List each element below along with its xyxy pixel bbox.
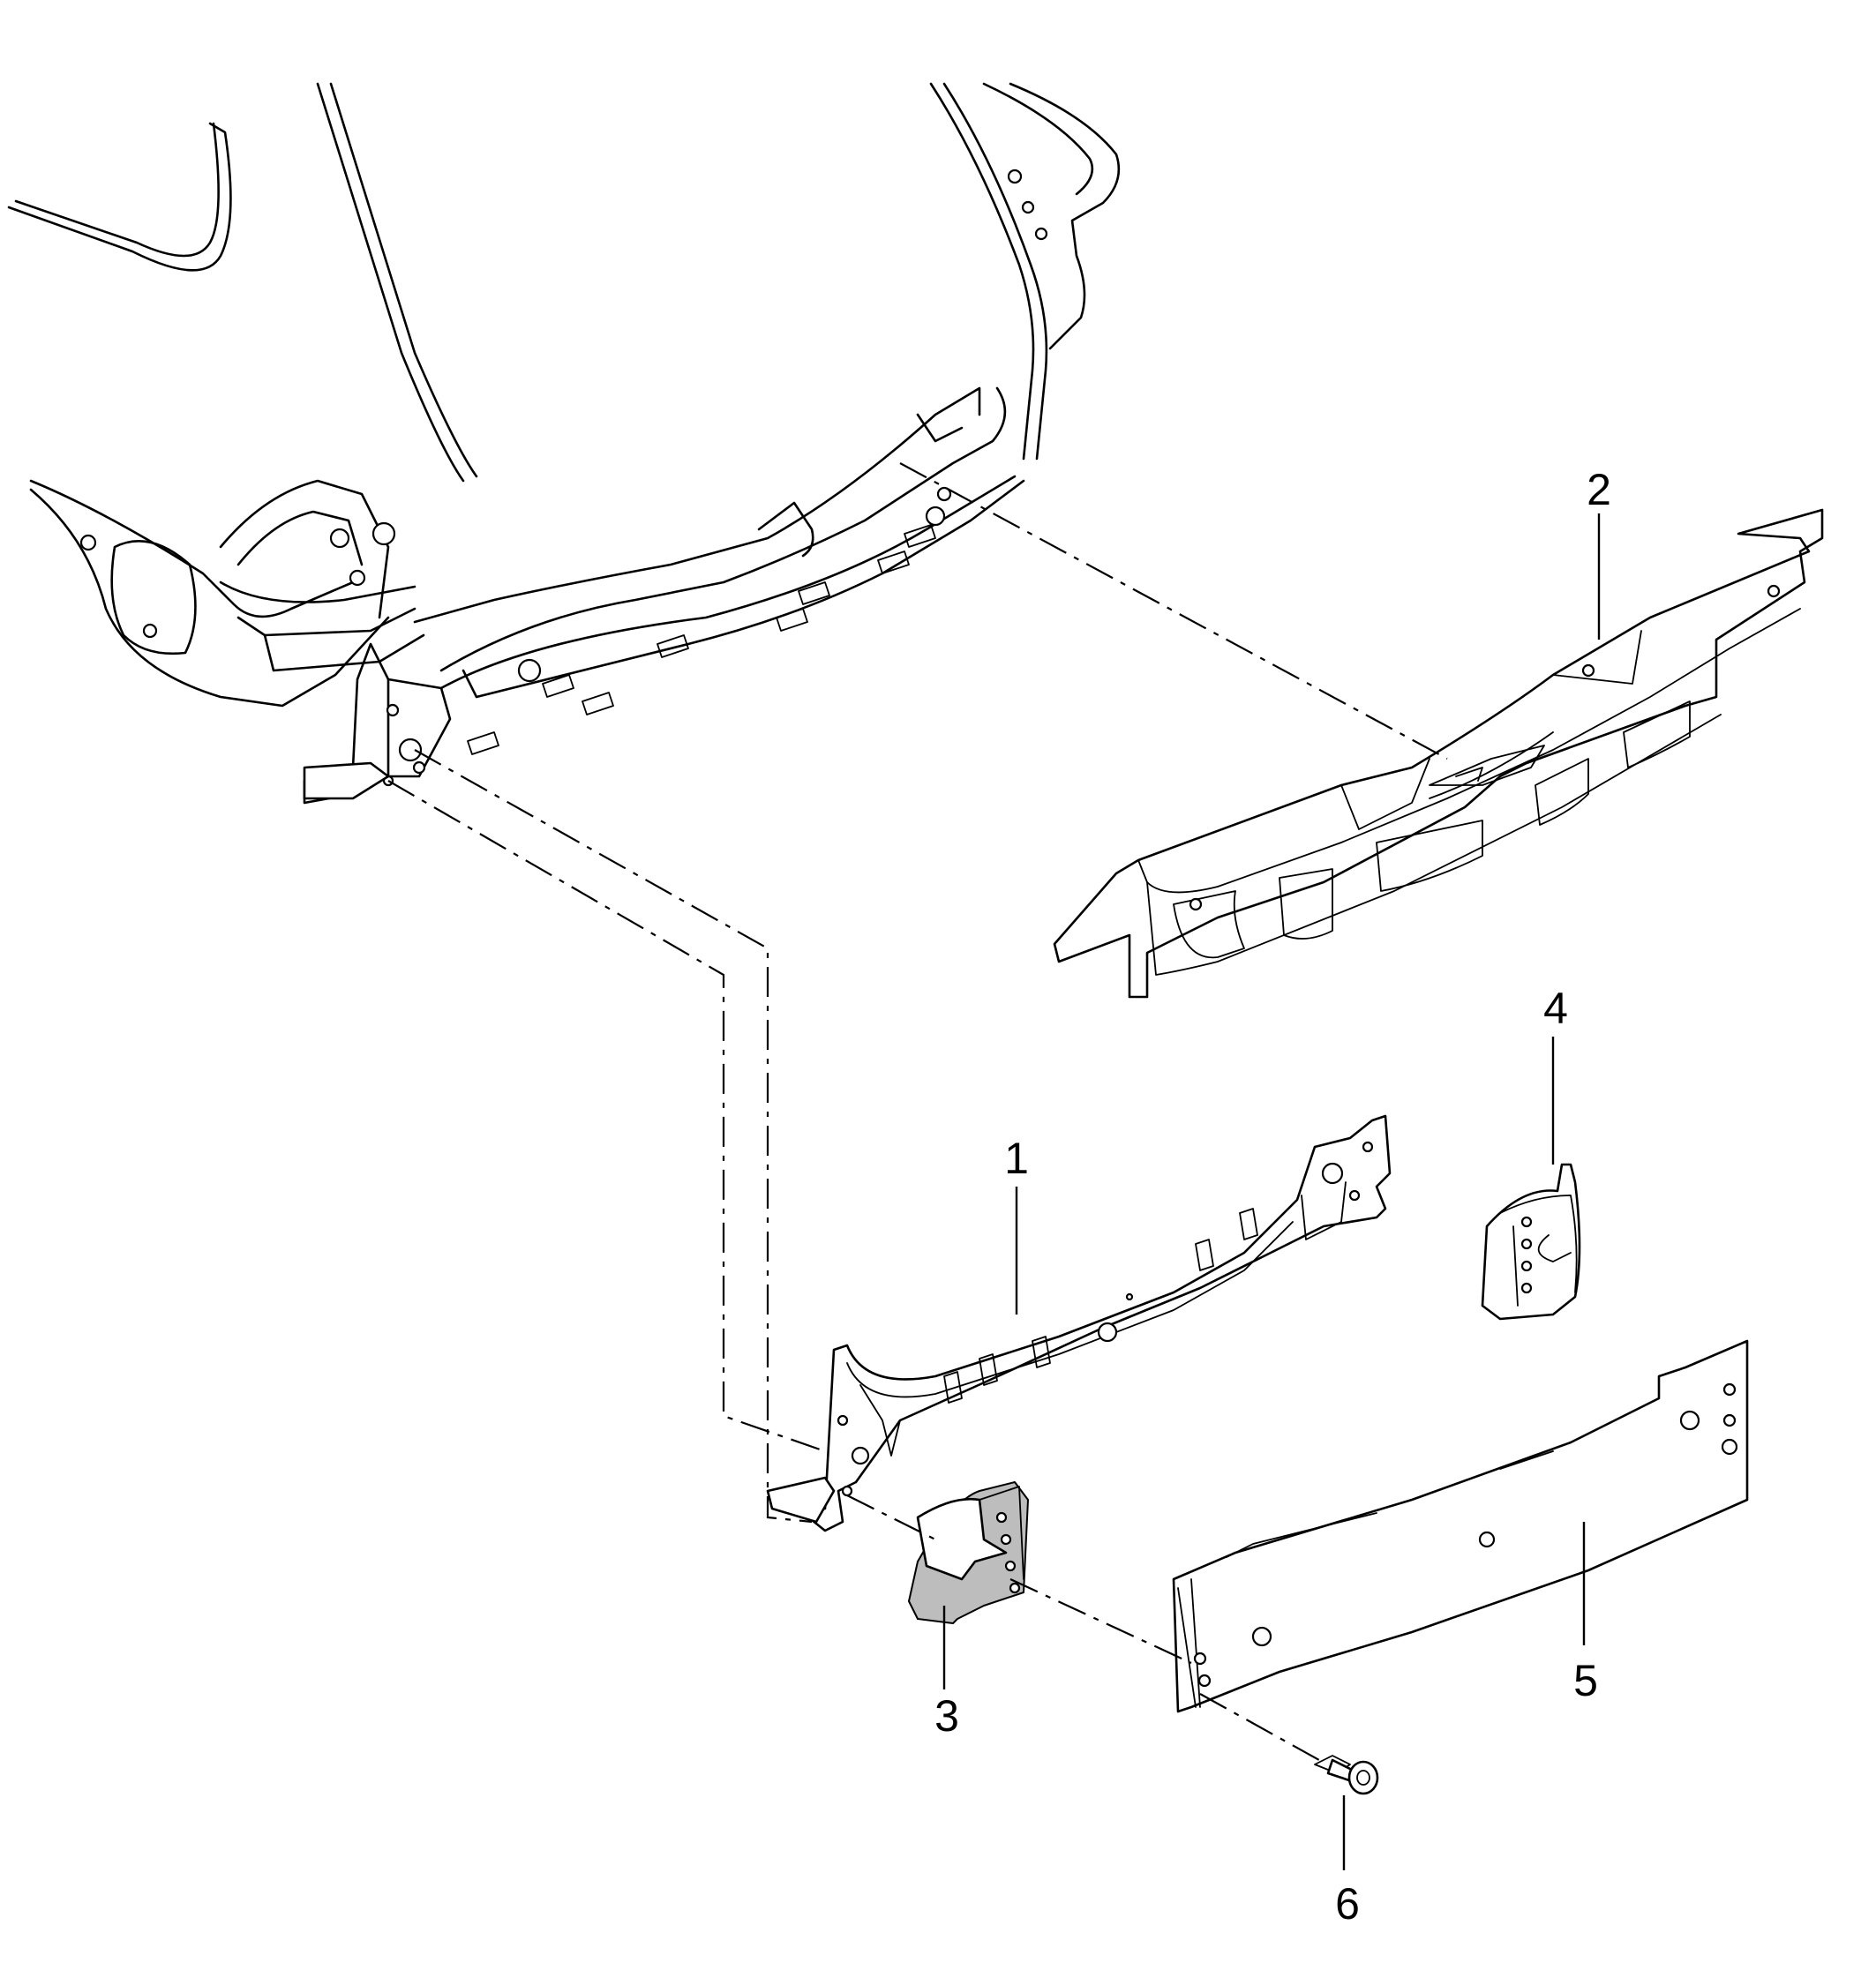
- vehicle-body-rear: [7, 82, 1121, 805]
- part-3-bracket: [908, 1481, 1029, 1624]
- callout-5: 5: [1573, 1656, 1598, 1705]
- part-6-bolt: [1314, 1755, 1379, 1795]
- part-1-crossmember: [766, 1114, 1392, 1532]
- part-5-impact-beam: [1172, 1339, 1749, 1713]
- callout-3: 3: [934, 1691, 959, 1741]
- assembly-lines: [387, 462, 1448, 1761]
- leader-lines: [942, 513, 1601, 1870]
- callout-4: 4: [1543, 984, 1568, 1033]
- part-4-bracket: [1481, 1163, 1581, 1321]
- callout-1: 1: [1004, 1134, 1029, 1183]
- callout-2: 2: [1587, 465, 1611, 514]
- callout-6: 6: [1335, 1879, 1360, 1929]
